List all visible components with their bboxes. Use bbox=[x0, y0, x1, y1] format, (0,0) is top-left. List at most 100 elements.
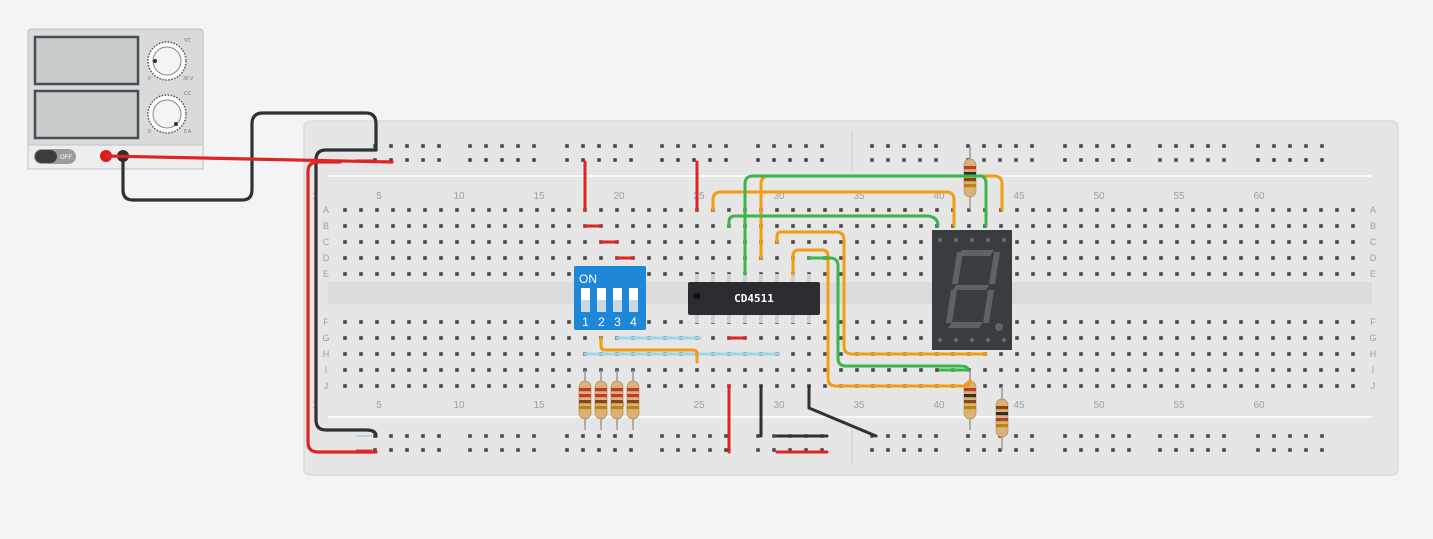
red-supply-wire[interactable] bbox=[104, 154, 394, 164]
column-label: 45 bbox=[1013, 400, 1025, 411]
orange-wire-4[interactable] bbox=[791, 248, 972, 388]
column-label: 55 bbox=[1173, 191, 1185, 202]
column-label: 60 bbox=[1253, 191, 1265, 202]
column-label: 50 bbox=[1093, 400, 1105, 411]
ic-pin bbox=[791, 314, 795, 323]
red-rail-link-wire[interactable] bbox=[306, 160, 378, 454]
ic-pin bbox=[759, 274, 763, 283]
resistor-2[interactable] bbox=[594, 370, 608, 430]
column-label: 5 bbox=[376, 191, 382, 202]
column-label: 45 bbox=[1013, 191, 1025, 202]
long-wires[interactable] bbox=[104, 111, 1004, 454]
row-label-right: J bbox=[1371, 381, 1376, 391]
dip-toggle-slider bbox=[613, 300, 622, 312]
dip-number: 1 bbox=[582, 315, 589, 329]
ic-pin bbox=[791, 274, 795, 283]
voltage-mode-label: VC bbox=[184, 38, 191, 44]
row-label-left: I bbox=[325, 365, 328, 375]
ic-pin bbox=[711, 314, 715, 323]
resistor-4[interactable] bbox=[626, 370, 640, 430]
ic-pin bbox=[775, 314, 779, 323]
ic-pin bbox=[727, 274, 731, 283]
display-pin bbox=[1002, 338, 1006, 342]
segments bbox=[946, 250, 1000, 328]
ic-pin bbox=[807, 314, 811, 323]
black-supply-wire[interactable] bbox=[121, 111, 378, 202]
row-label-left: D bbox=[323, 253, 330, 263]
green-wire-3[interactable] bbox=[807, 256, 970, 372]
seven-segment-display[interactable] bbox=[932, 230, 1012, 350]
ic-pin bbox=[775, 274, 779, 283]
orange-wire-1[interactable] bbox=[711, 190, 956, 228]
ic-pin bbox=[743, 274, 747, 283]
green-wire-1[interactable] bbox=[743, 174, 988, 276]
dip-number: 4 bbox=[630, 315, 637, 329]
display-pin bbox=[970, 338, 974, 342]
black-wire-diagonal[interactable] bbox=[807, 384, 878, 438]
row-label-left: E bbox=[323, 269, 329, 279]
ic-label: CD4511 bbox=[734, 292, 774, 305]
voltage-max-label: 30 V bbox=[183, 76, 194, 82]
column-label: 35 bbox=[853, 400, 865, 411]
display-pin bbox=[938, 338, 942, 342]
power-supply[interactable]: VC 0 30 V CC 0 5 A OFF bbox=[27, 28, 204, 170]
ic-cd4511[interactable]: CD4511 bbox=[688, 274, 820, 323]
row-label-left: G bbox=[322, 333, 329, 343]
ic-pin bbox=[743, 314, 747, 323]
row-label-left: H bbox=[323, 349, 330, 359]
resistor-1[interactable] bbox=[578, 370, 592, 430]
resistor-3[interactable] bbox=[610, 370, 624, 430]
column-label: 25 bbox=[693, 191, 705, 202]
green-wire-2[interactable] bbox=[727, 214, 940, 228]
current-knob[interactable] bbox=[147, 94, 187, 134]
current-min-label: 0 bbox=[148, 129, 151, 135]
resistors[interactable] bbox=[578, 146, 1009, 450]
row-label-right: G bbox=[1369, 333, 1376, 343]
display-pin bbox=[1002, 238, 1006, 242]
row-label-right: B bbox=[1370, 221, 1376, 231]
black-rail-link-wire[interactable] bbox=[314, 148, 378, 438]
column-label: 50 bbox=[1093, 191, 1105, 202]
voltage-knob[interactable] bbox=[147, 41, 187, 81]
resistor-display-1[interactable] bbox=[963, 370, 977, 430]
column-label: 25 bbox=[693, 400, 705, 411]
resistor-top[interactable] bbox=[963, 146, 977, 210]
dip-on-label: ON bbox=[579, 272, 597, 286]
row-label-right: F bbox=[1370, 317, 1376, 327]
column-label: 5 bbox=[376, 400, 382, 411]
dip-number: 3 bbox=[614, 315, 621, 329]
decimal-point bbox=[995, 323, 1003, 331]
display-pin bbox=[970, 238, 974, 242]
row-label-left: C bbox=[323, 237, 330, 247]
ic-pin bbox=[759, 314, 763, 323]
column-label: 15 bbox=[533, 191, 545, 202]
jumper-wires[interactable] bbox=[583, 160, 878, 454]
display-pin bbox=[938, 238, 942, 242]
row-label-left: F bbox=[323, 317, 329, 327]
column-label: 60 bbox=[1253, 400, 1265, 411]
display-pin bbox=[954, 238, 958, 242]
dip-toggle-slider bbox=[581, 300, 590, 312]
row-label-left: A bbox=[323, 205, 329, 215]
current-display bbox=[33, 89, 140, 140]
orange-wire-short[interactable] bbox=[599, 336, 699, 364]
power-switch[interactable]: OFF bbox=[34, 149, 76, 164]
column-label: 55 bbox=[1173, 400, 1185, 411]
row-label-right: E bbox=[1370, 269, 1376, 279]
ic-pin bbox=[695, 274, 699, 283]
resistor-display-2[interactable] bbox=[995, 386, 1009, 450]
current-mode-label: CC bbox=[184, 91, 192, 97]
display-pin bbox=[986, 338, 990, 342]
column-label: 20 bbox=[613, 191, 625, 202]
column-label: 10 bbox=[453, 400, 465, 411]
column-label: 15 bbox=[533, 400, 545, 411]
orange-wire-3[interactable] bbox=[775, 230, 988, 356]
ic-pin bbox=[807, 274, 811, 283]
voltage-display bbox=[33, 35, 140, 86]
row-label-left: B bbox=[323, 221, 329, 231]
row-label-right: D bbox=[1370, 253, 1377, 263]
dip-toggle-slider bbox=[629, 300, 638, 312]
